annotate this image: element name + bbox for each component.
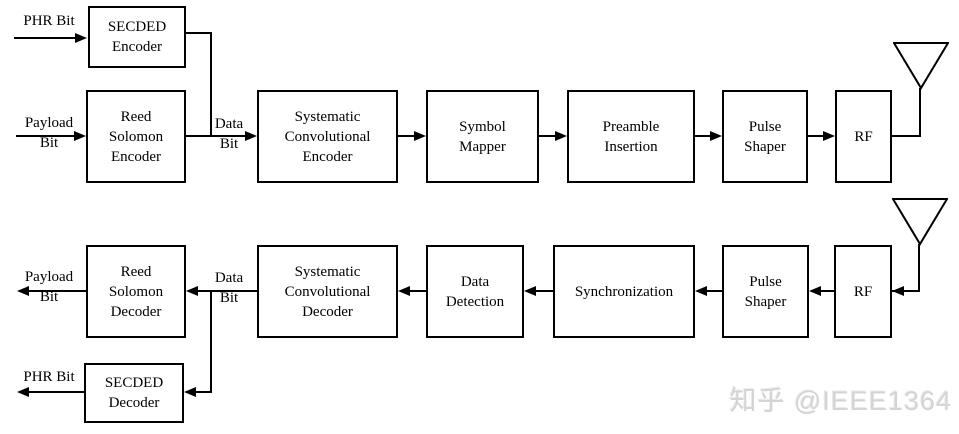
label-payload-bit-in: Payload Bit: [24, 115, 74, 151]
block-reed-solomon-encoder: Reed Solomon Encoder: [86, 90, 186, 183]
arrowhead-payload-out: [17, 286, 29, 296]
arrowhead-preamble-to-shaper: [710, 131, 722, 141]
wire-detection-to-scd: [400, 290, 426, 292]
block-data-detection: Data Detection: [426, 245, 524, 338]
wire-rf-to-shaper-rx: [811, 290, 834, 292]
wire-mapper-to-preamble: [539, 135, 557, 137]
block-preamble-insertion: Preamble Insertion: [567, 90, 695, 183]
arrowhead-branch-to-secded-dec: [184, 387, 196, 397]
arrowhead-sce-to-mapper: [414, 131, 426, 141]
wire-phr-in: [14, 37, 80, 39]
wire-scd-to-rsd: [188, 290, 257, 292]
watermark-text: 知乎 @IEEE1364: [729, 386, 952, 416]
block-secded-encoder: SECDED Encoder: [88, 6, 186, 68]
arrowhead-phr-in: [75, 33, 87, 43]
wire-preamble-to-shaper: [695, 135, 712, 137]
arrowhead-antenna-to-rf-rx: [892, 286, 904, 296]
wire-rse-to-sce: [186, 135, 248, 137]
block-secded-decoder: SECDED Decoder: [84, 363, 184, 423]
wire-secded-enc-out-h: [186, 32, 212, 34]
wire-shaper-to-rf-tx: [808, 135, 825, 137]
block-reed-solomon-decoder: Reed Solomon Decoder: [86, 245, 186, 338]
label-data-bit-rx: Data Bit: [214, 270, 244, 306]
wire-sync-to-detection: [526, 290, 553, 292]
block-synchronization: Synchronization: [553, 245, 695, 338]
block-rf-rx: RF: [834, 245, 892, 338]
arrowhead-sync-to-detection: [524, 286, 536, 296]
arrowhead-mapper-to-preamble: [555, 131, 567, 141]
block-symbol-mapper: Symbol Mapper: [426, 90, 539, 183]
wire-payload-out: [19, 290, 86, 292]
arrowhead-data-bit-rx: [186, 286, 198, 296]
block-pulse-shaper-tx: Pulse Shaper: [722, 90, 808, 183]
wire-antenna-feed-rx: [918, 244, 920, 291]
arrowhead-rf-to-shaper-rx: [809, 286, 821, 296]
label-phr-bit-out: PHR Bit: [23, 369, 75, 385]
wire-shaper-to-sync: [697, 290, 722, 292]
label-payload-bit-out: Payload Bit: [24, 269, 74, 305]
block-systematic-convolutional-encoder: Systematic Convolutional Encoder: [257, 90, 398, 183]
wire-antenna-feed-tx: [919, 88, 921, 136]
arrowhead-data-bit-tx: [245, 131, 257, 141]
wire-data-bit-branch-v: [210, 290, 212, 393]
arrowhead-detection-to-scd: [398, 286, 410, 296]
block-rf-tx: RF: [835, 90, 892, 183]
wire-payload-in: [16, 135, 80, 137]
block-systematic-convolutional-decoder: Systematic Convolutional Decoder: [257, 245, 398, 338]
wire-phr-out: [19, 391, 84, 393]
wire-antenna-to-rf-rx: [892, 290, 920, 292]
antenna-icon-tx: [893, 42, 949, 90]
label-phr-bit-in: PHR Bit: [23, 13, 75, 29]
wire-secded-enc-out-v: [210, 32, 212, 137]
arrowhead-payload-in: [74, 131, 86, 141]
wire-branch-to-secded-dec: [186, 391, 212, 393]
arrowhead-shaper-to-sync: [695, 286, 707, 296]
arrowhead-shaper-to-rf-tx: [823, 131, 835, 141]
arrowhead-phr-out: [17, 387, 29, 397]
antenna-icon-rx: [892, 198, 948, 246]
wire-sce-to-mapper: [398, 135, 416, 137]
wire-rf-to-antenna-tx: [892, 135, 921, 137]
label-data-bit-tx: Data Bit: [214, 116, 244, 152]
block-pulse-shaper-rx: Pulse Shaper: [722, 245, 809, 338]
